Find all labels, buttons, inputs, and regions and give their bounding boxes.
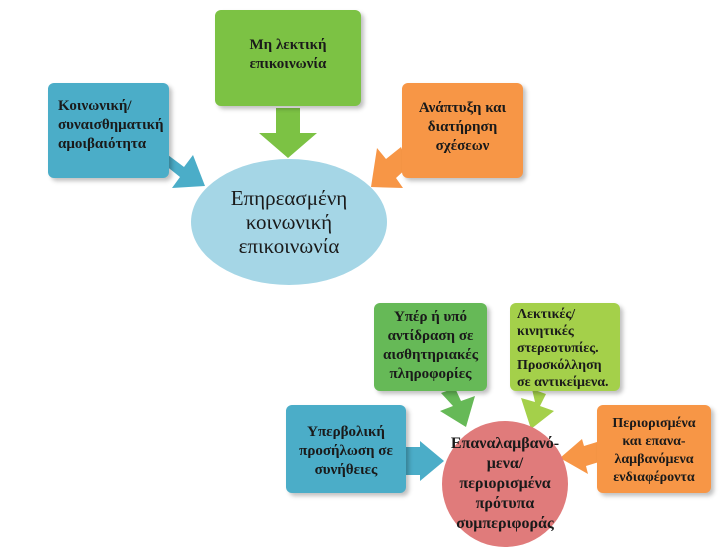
ellipse-affected-social-communication: Επηρεασμένη κοινωνική επικοινωνία: [191, 159, 387, 285]
arrow-sensory-to-center: [440, 388, 475, 427]
box-relationships: Ανάπτυξη και διατήρηση σχέσεων: [402, 83, 523, 178]
arrow-routines-to-center: [404, 441, 444, 481]
box-routines-adherence: Υπερβολική προσήλωση σε συνήθειες: [286, 405, 406, 493]
arrow-nonverbal-to-center: [259, 108, 317, 158]
box-nonverbal-communication: Μη λεκτική επικοινωνία: [215, 10, 361, 106]
box-stereotypies: Λεκτικές/ κινητικές στερεοτυπίες. Προσκό…: [510, 303, 620, 391]
box-social-emotional-reciprocity: Κοινωνική/ συναισθηματική αμοιβαιότητα: [48, 83, 169, 178]
box-restricted-interests: Περιορισμένα και επανα- λαμβανόμενα ενδι…: [597, 405, 711, 493]
ellipse-restricted-repetitive-behavior: Επαναλαμβανό- μενα/περιορισμένα πρότυπα …: [442, 421, 568, 547]
arrow-reciprocity-to-center: [165, 155, 205, 188]
arrow-interests-to-center: [560, 439, 599, 474]
arrow-relationships-to-center: [371, 147, 409, 188]
box-sensory-reactivity: Υπέρ ή υπό αντίδραση σε αισθητηριακές πλ…: [374, 303, 487, 391]
arrow-stereotypes-to-center: [521, 389, 554, 429]
